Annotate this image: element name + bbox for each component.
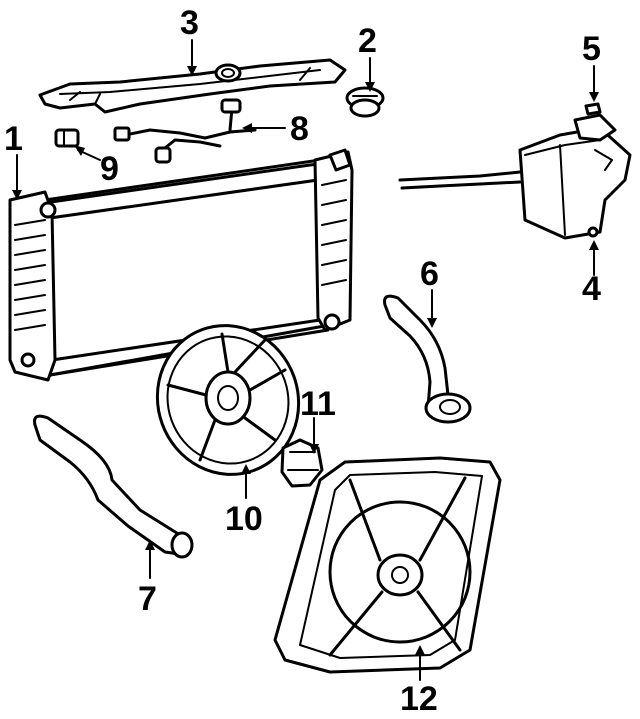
part-12-fan-shroud	[273, 456, 502, 674]
part-1-radiator	[8, 148, 354, 382]
part-4-coolant-reservoir	[398, 113, 632, 240]
callout-8: 8	[290, 110, 309, 148]
part-9-clip	[54, 128, 80, 148]
part-11-fan-motor	[280, 438, 324, 488]
part-3-radiator-support	[38, 58, 347, 114]
callout-12: 12	[400, 680, 438, 718]
part-10-fan	[155, 324, 301, 476]
callout-1: 1	[4, 120, 23, 158]
callout-5: 5	[582, 30, 601, 68]
callout-7: 7	[138, 580, 157, 618]
callout-6: 6	[420, 255, 439, 293]
callout-2: 2	[358, 22, 377, 60]
callout-4: 4	[582, 270, 601, 308]
part-2-radiator-cap	[345, 86, 385, 118]
callout-leaders	[12, 39, 599, 681]
part-6-upper-hose	[383, 294, 472, 424]
part-5-reservoir-cap	[584, 102, 602, 116]
callout-11: 11	[300, 385, 336, 423]
part-8-sensor-harness	[113, 98, 257, 164]
part-7-lower-hose	[33, 414, 194, 559]
callout-10: 10	[225, 500, 263, 538]
callout-9: 9	[100, 150, 119, 188]
callout-3: 3	[180, 4, 199, 42]
